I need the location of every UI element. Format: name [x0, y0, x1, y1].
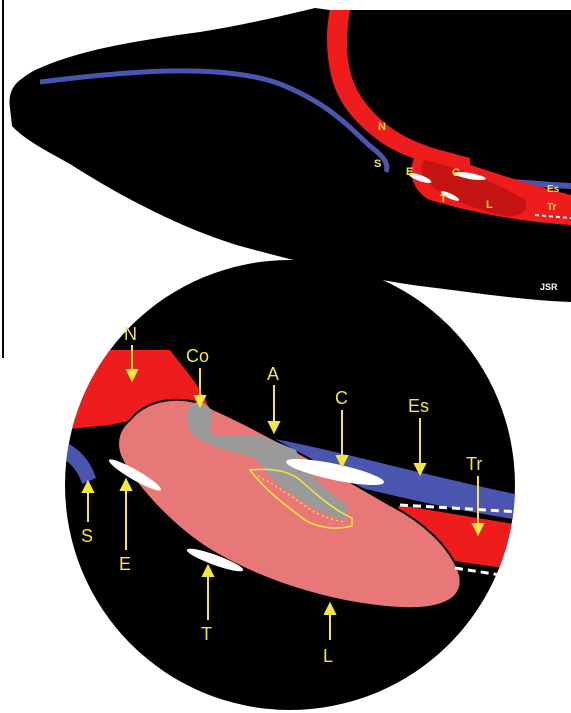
top-label-es: Es: [547, 184, 560, 195]
top-label-c: C: [452, 167, 460, 179]
top-label-s: S: [374, 158, 381, 170]
detail-section: N Co A C Es Tr S E T L: [60, 260, 520, 710]
detail-label-es: Es: [408, 396, 429, 416]
detail-label-n: N: [124, 324, 137, 344]
head-section: N S E C T L Es Tr JSR: [9, 8, 571, 302]
detail-label-t: T: [201, 624, 212, 644]
head-silhouette: [9, 8, 571, 302]
top-label-tr: Tr: [547, 202, 557, 213]
detail-label-co: Co: [186, 346, 209, 366]
top-label-l: L: [486, 199, 493, 211]
detail-label-a: A: [267, 364, 279, 384]
top-label-n: N: [378, 121, 386, 133]
top-label-t: T: [440, 193, 447, 205]
top-label-e: E: [406, 166, 413, 178]
detail-label-s: S: [81, 526, 93, 546]
detail-label-c: C: [335, 388, 348, 408]
detail-label-l: L: [323, 646, 333, 666]
artist-signature: JSR: [540, 282, 558, 292]
detail-label-e: E: [119, 554, 131, 574]
detail-label-tr: Tr: [466, 454, 482, 474]
